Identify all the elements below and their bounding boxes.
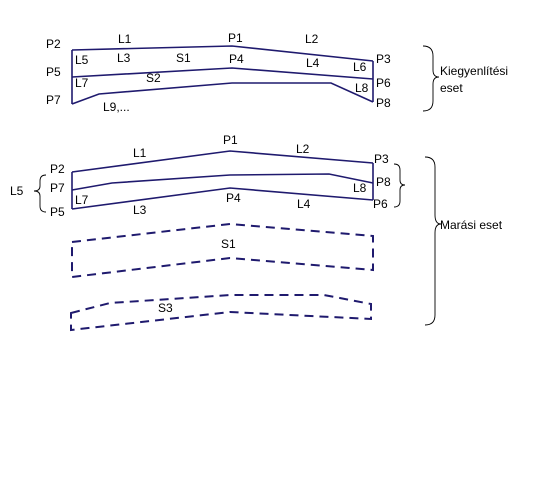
bottom-label-l5: L5 xyxy=(10,184,24,198)
bottom-label-l4: L4 xyxy=(297,197,311,211)
top-caption-line1: Kiegyenlítési xyxy=(440,64,508,78)
bottom-label-p1: P1 xyxy=(223,133,238,147)
top-label-l5: L5 xyxy=(75,53,89,67)
top-caption-line2: eset xyxy=(440,81,463,95)
bottom-label-s3: S3 xyxy=(158,301,173,315)
bottom-label-p3: P3 xyxy=(374,152,389,166)
top-label-l7: L7 xyxy=(75,76,89,90)
bottom-left-brace xyxy=(33,174,47,213)
top-label-s1: S1 xyxy=(176,51,191,65)
bottom-label-l3: L3 xyxy=(133,203,147,217)
top-label-s2: S2 xyxy=(146,71,161,85)
bottom-label-p2: P2 xyxy=(50,162,65,176)
top-label-l9: L9,... xyxy=(103,100,130,114)
bottom-label-l8: L8 xyxy=(353,181,367,195)
top-label-p8: P8 xyxy=(376,96,391,110)
top-outline-l1 xyxy=(71,45,374,62)
top-label-p6: P6 xyxy=(376,76,391,90)
bottom-dashed-s3 xyxy=(70,294,372,332)
bottom-label-l1: L1 xyxy=(133,146,147,160)
bottom-label-p7: P7 xyxy=(50,181,65,195)
bottom-outline-l1-l2 xyxy=(71,150,374,173)
top-label-l2: L2 xyxy=(305,32,319,46)
top-label-l6: L6 xyxy=(353,60,367,74)
bottom-layer-l3-l4 xyxy=(71,187,374,210)
top-label-l4: L4 xyxy=(306,56,320,70)
bottom-dashed-s1 xyxy=(71,222,374,279)
top-layer-s1-s2 xyxy=(71,67,374,80)
bottom-label-p6: P6 xyxy=(373,197,388,211)
bottom-label-s1: S1 xyxy=(221,237,236,251)
top-label-p5: P5 xyxy=(46,65,61,79)
bottom-label-l7: L7 xyxy=(75,193,89,207)
bottom-diagram: P1 L1 L2 P3 P2 P7 L5 P8 L8 L7 P4 P6 P5 L… xyxy=(10,133,503,332)
top-label-p2: P2 xyxy=(46,37,61,51)
bottom-small-right-brace xyxy=(393,163,406,208)
top-label-p7: P7 xyxy=(46,93,61,107)
bottom-caption: Marási eset xyxy=(440,218,503,232)
bottom-large-right-brace xyxy=(424,156,442,326)
bottom-label-p5: P5 xyxy=(50,205,65,219)
bottom-label-p8: P8 xyxy=(376,175,391,189)
bottom-label-p4: P4 xyxy=(226,191,241,205)
top-layer-l9 xyxy=(71,82,374,105)
top-label-l1: L1 xyxy=(118,32,132,46)
top-label-p3: P3 xyxy=(376,52,391,66)
bottom-layer-p7-p8 xyxy=(71,173,374,191)
bottom-label-l2: L2 xyxy=(296,142,310,156)
top-diagram: P2 L1 P1 L2 P3 L5 L3 S1 P4 L4 L6 P5 P6 L… xyxy=(46,31,508,114)
top-label-p4: P4 xyxy=(229,52,244,66)
top-label-l3: L3 xyxy=(117,51,131,65)
top-label-p1: P1 xyxy=(228,31,243,45)
top-label-l8: L8 xyxy=(355,81,369,95)
top-right-brace xyxy=(422,45,440,112)
